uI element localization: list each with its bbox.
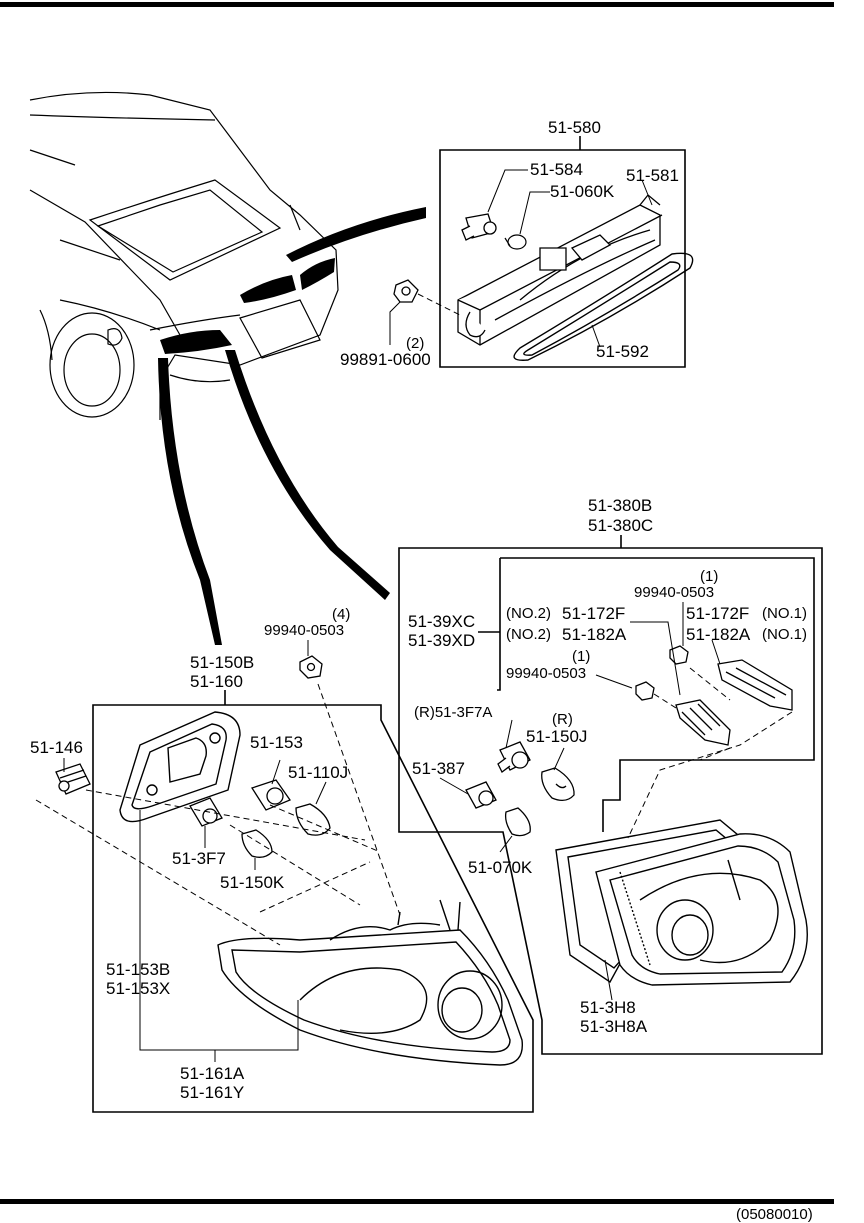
- socket-51-3f7: [190, 798, 222, 826]
- bulb-51-060k: [505, 235, 526, 249]
- nut-99891-0600: [394, 280, 418, 302]
- label-51-070k: 51-070K: [468, 858, 533, 877]
- gasket-51-153b: [120, 712, 240, 822]
- nut-99940-0503-outer: [300, 656, 322, 678]
- label-qty-4: (4): [332, 606, 351, 623]
- label-51-150j: 51-150J: [526, 727, 588, 746]
- label-51-153x: 51-153X: [106, 979, 171, 998]
- label-qty-1b: (1): [572, 648, 591, 665]
- label-51-380c: 51-380C: [588, 516, 654, 535]
- socket-51-387: [466, 782, 496, 808]
- nuts-99940-0503-inner: [636, 646, 688, 700]
- lens-gasket-51-592: [514, 253, 693, 360]
- box-51-150-leaders: [36, 640, 400, 1062]
- bottom-rule: [0, 1199, 834, 1204]
- label-99891-0600: 99891-0600: [340, 350, 431, 369]
- label-51-146: 51-146: [30, 738, 83, 757]
- label-qty-2: (2): [406, 335, 425, 352]
- label-51-380b: 51-380B: [588, 496, 653, 515]
- label-51-39xc: 51-39XC: [408, 612, 476, 631]
- label-51-153b: 51-153B: [106, 960, 171, 979]
- label-51-580: 51-580: [548, 118, 601, 137]
- label-51-182a-b: 51-182A: [686, 625, 751, 644]
- bulb-51-110j: [296, 804, 330, 835]
- label-51-3f7: 51-3F7: [172, 849, 226, 868]
- label-99940-0503-c: 99940-0503: [264, 622, 345, 639]
- box-51-380: [399, 535, 822, 1054]
- inner-lamp-housing: [556, 820, 807, 985]
- high-mount-lamp: [458, 195, 662, 345]
- car-tail-lights: [160, 258, 335, 354]
- box-51-150: [93, 690, 533, 1112]
- socket-51-584: [462, 214, 496, 240]
- label-51-581: 51-581: [626, 166, 679, 185]
- label-51-160: 51-160: [190, 672, 243, 691]
- brackets-51-172f: [676, 660, 792, 745]
- label-no1-a: (NO.1): [762, 605, 807, 622]
- bulb-51-150j: [542, 768, 574, 800]
- box-51-380-leaders: [440, 602, 792, 1000]
- label-51-150k: 51-150K: [220, 873, 285, 892]
- label-51-060k: 51-060K: [550, 182, 615, 201]
- footer-code: (05080010): [736, 1206, 813, 1223]
- label-51-153: 51-153: [250, 733, 303, 752]
- box-51-580: [440, 136, 685, 367]
- label-51-161a: 51-161A: [180, 1064, 245, 1083]
- label-no2-a: (NO.2): [506, 605, 551, 622]
- label-99940-0503-b: 99940-0503: [506, 665, 587, 682]
- car-outline: [30, 92, 338, 420]
- top-rule: [0, 2, 834, 7]
- label-qty-1a: (1): [700, 568, 719, 585]
- socket-51-146: [56, 764, 90, 794]
- label-51-3h8a: 51-3H8A: [580, 1017, 648, 1036]
- label-51-110j: 51-110J: [288, 763, 349, 782]
- bulb-51-150k: [242, 830, 272, 857]
- label-51-182a-a: 51-182A: [562, 625, 627, 644]
- label-no1-b: (NO.1): [762, 626, 807, 643]
- leader-swooshes: [158, 207, 426, 645]
- label-51-3h8: 51-3H8: [580, 998, 636, 1017]
- label-r-51-3f7a: (R)51-3F7A: [414, 704, 493, 721]
- outer-lamp-housing: [218, 900, 522, 1065]
- label-no2-b: (NO.2): [506, 626, 551, 643]
- bulb-51-070k: [506, 808, 531, 836]
- box-51-580-leaders: [390, 170, 652, 347]
- label-51-592: 51-592: [596, 342, 649, 361]
- label-51-150b: 51-150B: [190, 653, 255, 672]
- socket-51-3f7a: [498, 742, 530, 772]
- label-51-387: 51-387: [412, 759, 465, 778]
- label-51-172f-a: 51-172F: [562, 604, 626, 623]
- label-r-mark: (R): [552, 711, 573, 728]
- label-99940-0503-a: 99940-0503: [634, 584, 715, 601]
- label-51-161y: 51-161Y: [180, 1083, 245, 1102]
- label-51-39xd: 51-39XD: [408, 631, 476, 650]
- label-51-584: 51-584: [530, 160, 583, 179]
- label-51-172f-b: 51-172F: [686, 604, 750, 623]
- socket-51-153: [252, 780, 290, 810]
